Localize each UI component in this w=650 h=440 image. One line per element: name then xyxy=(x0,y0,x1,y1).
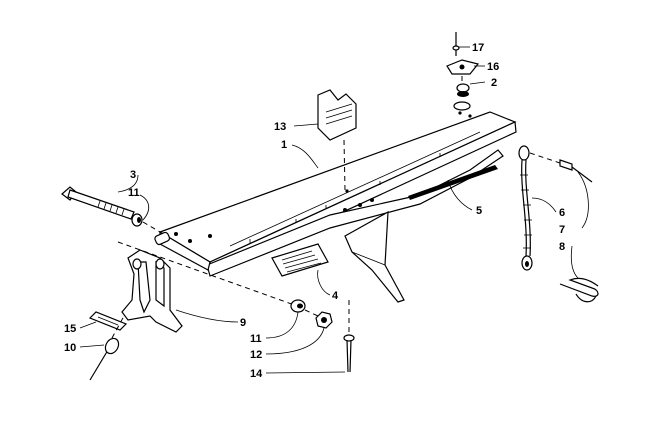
callout-1: 1 xyxy=(281,139,287,151)
lock-nut xyxy=(315,311,333,329)
callout-4: 4 xyxy=(332,290,339,302)
callout-9: 9 xyxy=(240,317,246,329)
pad xyxy=(88,311,128,331)
leader-lines xyxy=(79,46,589,374)
callout-12: 12 xyxy=(250,349,262,361)
callout-3: 3 xyxy=(130,169,136,181)
callout-6: 6 xyxy=(559,207,565,219)
callout-14: 14 xyxy=(250,368,263,380)
callout-7: 7 xyxy=(559,224,565,236)
lanyard-cable xyxy=(518,145,593,271)
callout-2: 2 xyxy=(491,77,497,89)
callout-15: 15 xyxy=(64,323,76,335)
lock-pin xyxy=(89,315,125,381)
hitch-bolt xyxy=(61,186,135,220)
callout-5: 5 xyxy=(476,205,482,217)
latch-clip xyxy=(317,89,357,191)
hitch-pin-clip xyxy=(559,277,599,303)
callout-labels: 17 16 2 13 1 3 11 5 6 7 8 4 9 15 10 11 1… xyxy=(64,42,565,380)
hitch-bracket xyxy=(117,241,301,333)
spacer-left xyxy=(131,213,143,227)
callout-11-lower: 11 xyxy=(250,333,262,345)
callout-11-upper: 11 xyxy=(128,187,140,199)
gusset-bracket xyxy=(344,210,405,303)
top-hardware xyxy=(446,32,480,111)
decal-strip xyxy=(408,165,498,200)
warning-label xyxy=(271,243,329,277)
spacer-lower xyxy=(290,299,306,313)
callout-16: 16 xyxy=(487,61,499,73)
hitch-plate xyxy=(154,111,517,277)
callout-17: 17 xyxy=(472,42,484,54)
callout-13: 13 xyxy=(274,121,286,133)
callout-10: 10 xyxy=(64,342,76,354)
rivet-bottom xyxy=(343,300,355,373)
callout-8: 8 xyxy=(559,241,565,253)
